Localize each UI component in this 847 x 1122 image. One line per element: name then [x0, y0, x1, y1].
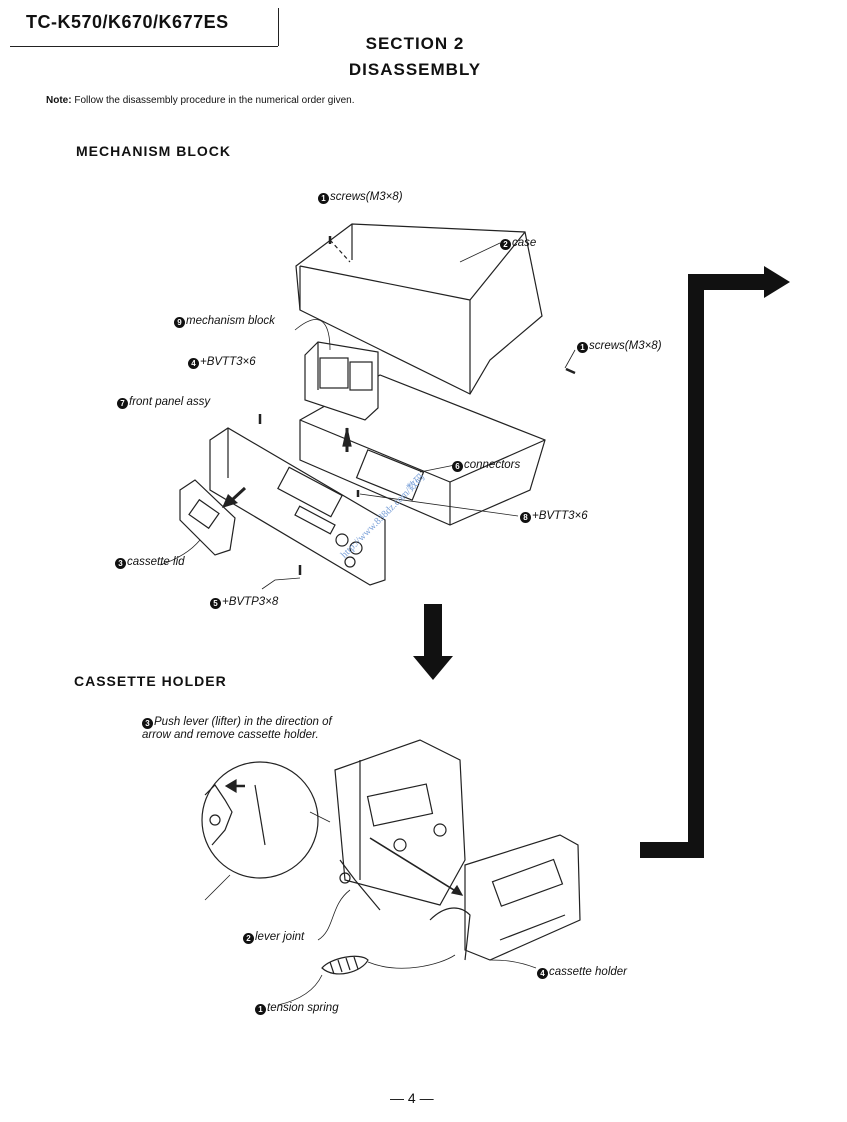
model-number: TC-K570/K670/K677ES	[26, 12, 229, 32]
header-divider-horizontal	[10, 46, 278, 47]
pull-arrow-icon	[222, 486, 247, 508]
down-arrow-icon	[413, 604, 453, 680]
leader-lines	[159, 242, 576, 590]
note-prefix: Note:	[46, 95, 72, 106]
detail-circle-drawing	[201, 761, 331, 901]
cassette-holder-drawing	[369, 834, 581, 961]
page-number: — 4 —	[390, 1090, 434, 1106]
deck-mechanism-drawing	[334, 739, 466, 911]
case-drawing	[295, 223, 543, 395]
mechanism-block-drawing	[304, 341, 379, 452]
label-bvtp-screw: 5+BVTP3×8	[210, 596, 278, 609]
flow-arrow-icon	[640, 266, 790, 858]
note: Note: Follow the disassembly procedure i…	[46, 95, 354, 106]
tension-spring-drawing	[321, 955, 369, 975]
label-bvtt-screw: 4+BVTT3×6	[188, 356, 256, 369]
label-bvtt-screw-8: 8+BVTT3×6	[520, 510, 588, 523]
screws-drawing	[258, 236, 576, 575]
front-panel-drawing	[209, 427, 386, 586]
cassette-holder-heading: CASSETTE HOLDER	[74, 673, 227, 689]
holder-leader-lines	[277, 889, 537, 1006]
header-divider-vertical	[278, 8, 279, 46]
section-number: SECTION 2	[365, 34, 465, 53]
mechanism-block-heading: MECHANISM BLOCK	[76, 143, 231, 159]
section-title: DISASSEMBLY	[348, 60, 482, 79]
cassette-lid-drawing	[179, 479, 236, 556]
note-text: Follow the disassembly procedure in the …	[74, 95, 355, 106]
